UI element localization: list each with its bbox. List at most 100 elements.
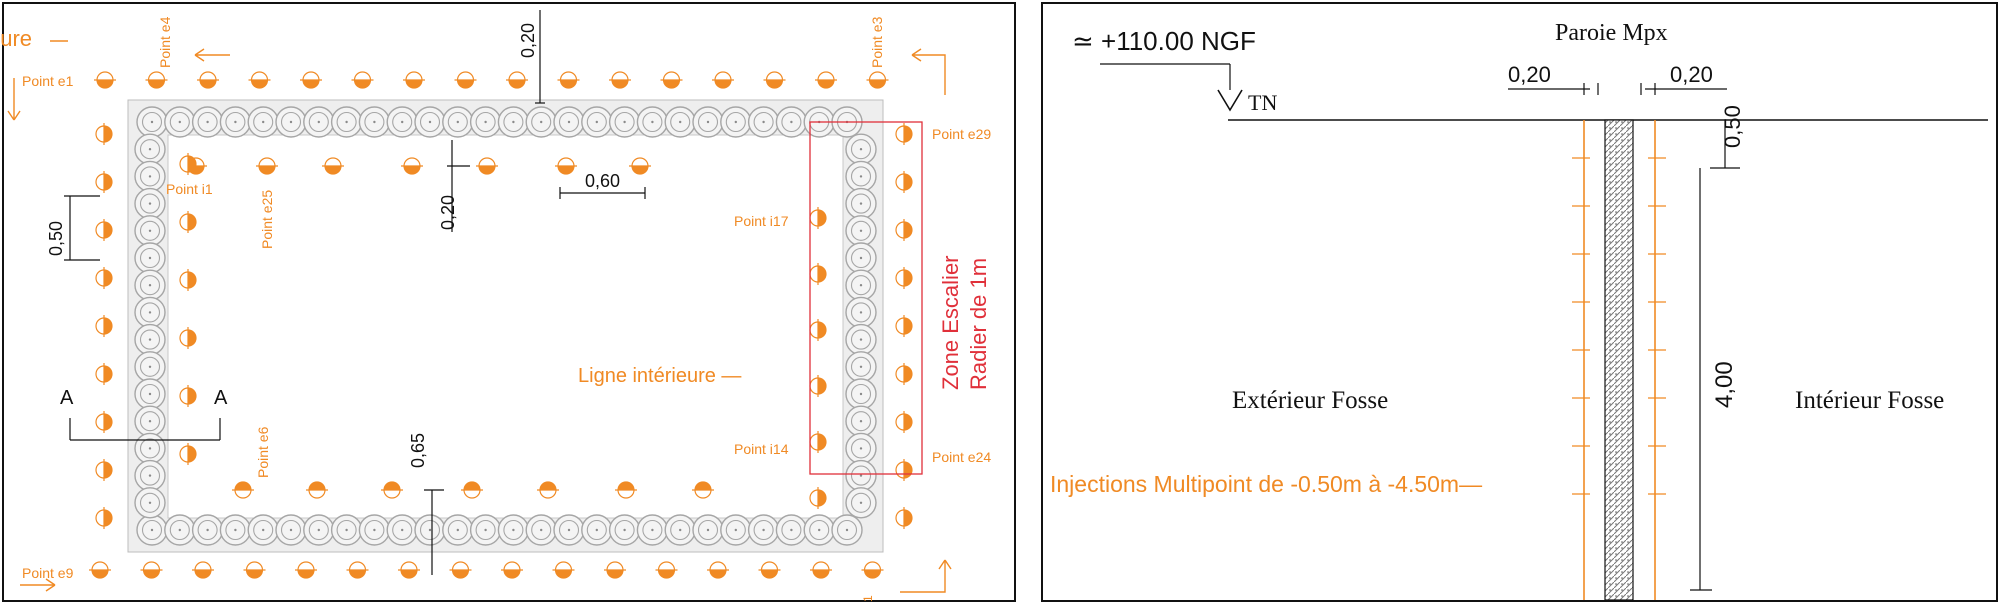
- pile: [845, 269, 877, 301]
- tn-label: TN: [1248, 90, 1277, 115]
- injection-point: [179, 443, 197, 465]
- pile: [525, 514, 557, 546]
- pile: [553, 106, 585, 138]
- injection-point: [655, 561, 678, 579]
- flow-arrows: [7, 48, 952, 593]
- pile: [134, 296, 166, 329]
- level-ngf-label: ≃ +110.00 NGF: [1072, 26, 1256, 56]
- injection-point: [95, 507, 113, 529]
- injection-point: [506, 71, 528, 89]
- section-dimension-lines: [1690, 120, 1740, 591]
- pile: [275, 106, 307, 138]
- dim-400: 4,00: [1711, 361, 1738, 408]
- pile: [845, 242, 877, 274]
- injection-point: [94, 71, 116, 89]
- pile: [581, 106, 613, 138]
- point-e29-label: Point e29: [932, 126, 991, 142]
- pile: [134, 378, 166, 410]
- injection-point: [629, 157, 651, 175]
- pile: [747, 106, 780, 138]
- point-e9-label: Point e9: [22, 565, 74, 581]
- pile: [747, 514, 780, 546]
- pile: [831, 514, 863, 546]
- plan-dimension-lines: [64, 10, 646, 575]
- injection-point: [192, 561, 214, 579]
- injection-point: [809, 375, 827, 397]
- injection-point: [809, 431, 827, 453]
- injection-point: [895, 315, 913, 337]
- pile: [664, 514, 696, 546]
- pile: [608, 514, 641, 546]
- dim-bottom-065: 0,65: [408, 433, 428, 468]
- injection-point: [501, 561, 523, 579]
- injection-point: [300, 71, 322, 89]
- pile: [330, 514, 363, 546]
- injection-point: [557, 71, 580, 89]
- pile: [553, 514, 585, 546]
- injection-point: [809, 487, 827, 509]
- injection-point: [243, 561, 266, 579]
- injection-point: [295, 561, 317, 579]
- injection-ports: [1572, 157, 1666, 495]
- pile: [136, 106, 168, 138]
- injection-point: [861, 561, 884, 579]
- injection-point: [815, 71, 837, 89]
- injection-point: [476, 157, 498, 175]
- point-e3-label: Point e3: [869, 16, 885, 68]
- pile: [845, 296, 877, 329]
- injection-point: [179, 153, 197, 175]
- injection-point: [555, 157, 577, 175]
- diaphragm-wall: [1604, 119, 1634, 601]
- point-i1-label: Point i1: [166, 181, 213, 197]
- injection-point: [89, 561, 111, 579]
- wall-title: Paroie Mpx: [1555, 20, 1668, 46]
- stair-zone-subtitle: Radier de 1m: [966, 258, 991, 390]
- clipped-outer-line-label: eure: [0, 26, 32, 51]
- pile: [845, 405, 877, 437]
- pile: [469, 106, 502, 138]
- point-e24-label: Point e24: [932, 449, 991, 465]
- injection-point: [866, 71, 889, 89]
- pile: [720, 514, 752, 546]
- pile: [134, 269, 166, 301]
- injection-point: [306, 481, 328, 499]
- injection-point: [449, 561, 472, 579]
- pile: [134, 187, 166, 220]
- pile: [219, 514, 252, 546]
- injection-point: [604, 561, 626, 579]
- pile: [442, 514, 474, 546]
- dim-spacing-060: 0,60: [585, 171, 620, 191]
- injection-point: [95, 363, 113, 385]
- injections-label: Injections Multipoint de -0.50m à -4.50m…: [1050, 471, 1482, 497]
- injection-point: [552, 561, 575, 579]
- injection-point: [537, 481, 559, 499]
- pile: [845, 215, 877, 247]
- pile: [414, 514, 446, 546]
- pile: [134, 242, 166, 274]
- injection-point: [179, 211, 197, 233]
- injection-point: [248, 71, 271, 89]
- injection-point: [179, 269, 197, 291]
- injection-point: [381, 481, 403, 499]
- injection-point: [95, 315, 113, 337]
- point-e1-label: Point e1: [22, 73, 74, 89]
- pile: [219, 106, 252, 138]
- injection-point: [895, 459, 913, 481]
- injection-point: [322, 157, 344, 175]
- injection-point: [461, 481, 483, 499]
- pile: [775, 514, 808, 546]
- pile: [414, 106, 446, 138]
- pile: [134, 432, 166, 465]
- pile: [358, 106, 391, 138]
- pile: [636, 106, 669, 138]
- pile: [845, 487, 877, 519]
- pile: [134, 405, 166, 437]
- injection-point: [895, 123, 913, 145]
- injection-point: [95, 219, 113, 241]
- point-e25-label: Point e25: [259, 190, 275, 249]
- injection-point: [351, 71, 374, 89]
- injection-point: [95, 459, 113, 481]
- point-i14-label: Point i14: [734, 441, 789, 457]
- injection-point: [692, 481, 714, 499]
- injection-point: [179, 327, 197, 349]
